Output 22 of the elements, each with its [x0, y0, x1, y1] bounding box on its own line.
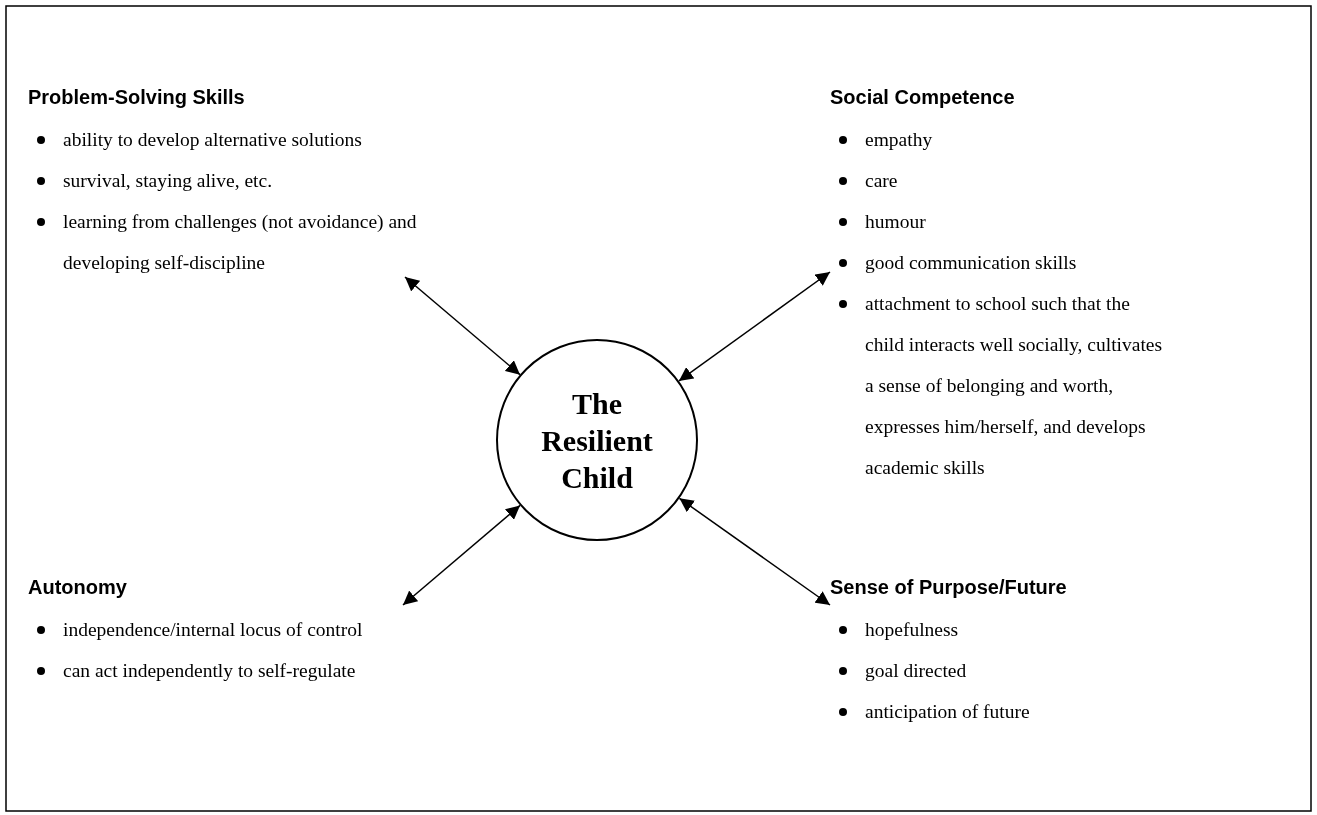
bullet-text: humour — [865, 210, 927, 234]
bullet-text: good communication skills — [865, 251, 1078, 275]
bullet-text: ability to develop alternative solutions — [63, 128, 363, 152]
bullet-text: can act independently to self-regulate — [63, 659, 357, 683]
bullet-text: attachment to school such that the child interacts well socially, cultivates a sense of belonging and worth, expresses him/herself, and develops academic skills — [865, 292, 1164, 480]
bullet-text: independence/internal locus of control — [63, 618, 364, 642]
double-arrow — [678, 271, 831, 382]
bullet-text: survival, staying alive, etc. — [63, 169, 274, 193]
bullet-text: hopefulness — [865, 618, 960, 642]
bullet-text: learning from challenges (not avoidance) and developing self-discipline — [63, 210, 418, 275]
circle-title: The Resilient Child — [540, 385, 654, 496]
double-arrow — [404, 276, 521, 376]
bullet-text: care — [865, 169, 899, 193]
bullet-text: empathy — [865, 128, 934, 152]
double-arrow — [402, 504, 521, 606]
section-heading: Sense of Purpose/Future — [830, 575, 1067, 599]
section-heading: Problem-Solving Skills — [28, 85, 245, 109]
section-heading: Social Competence — [830, 85, 1015, 109]
bullet-text: goal directed — [865, 659, 968, 683]
bullet-text: anticipation of future — [865, 700, 1031, 724]
double-arrow — [678, 497, 831, 606]
section-heading: Autonomy — [28, 575, 127, 599]
